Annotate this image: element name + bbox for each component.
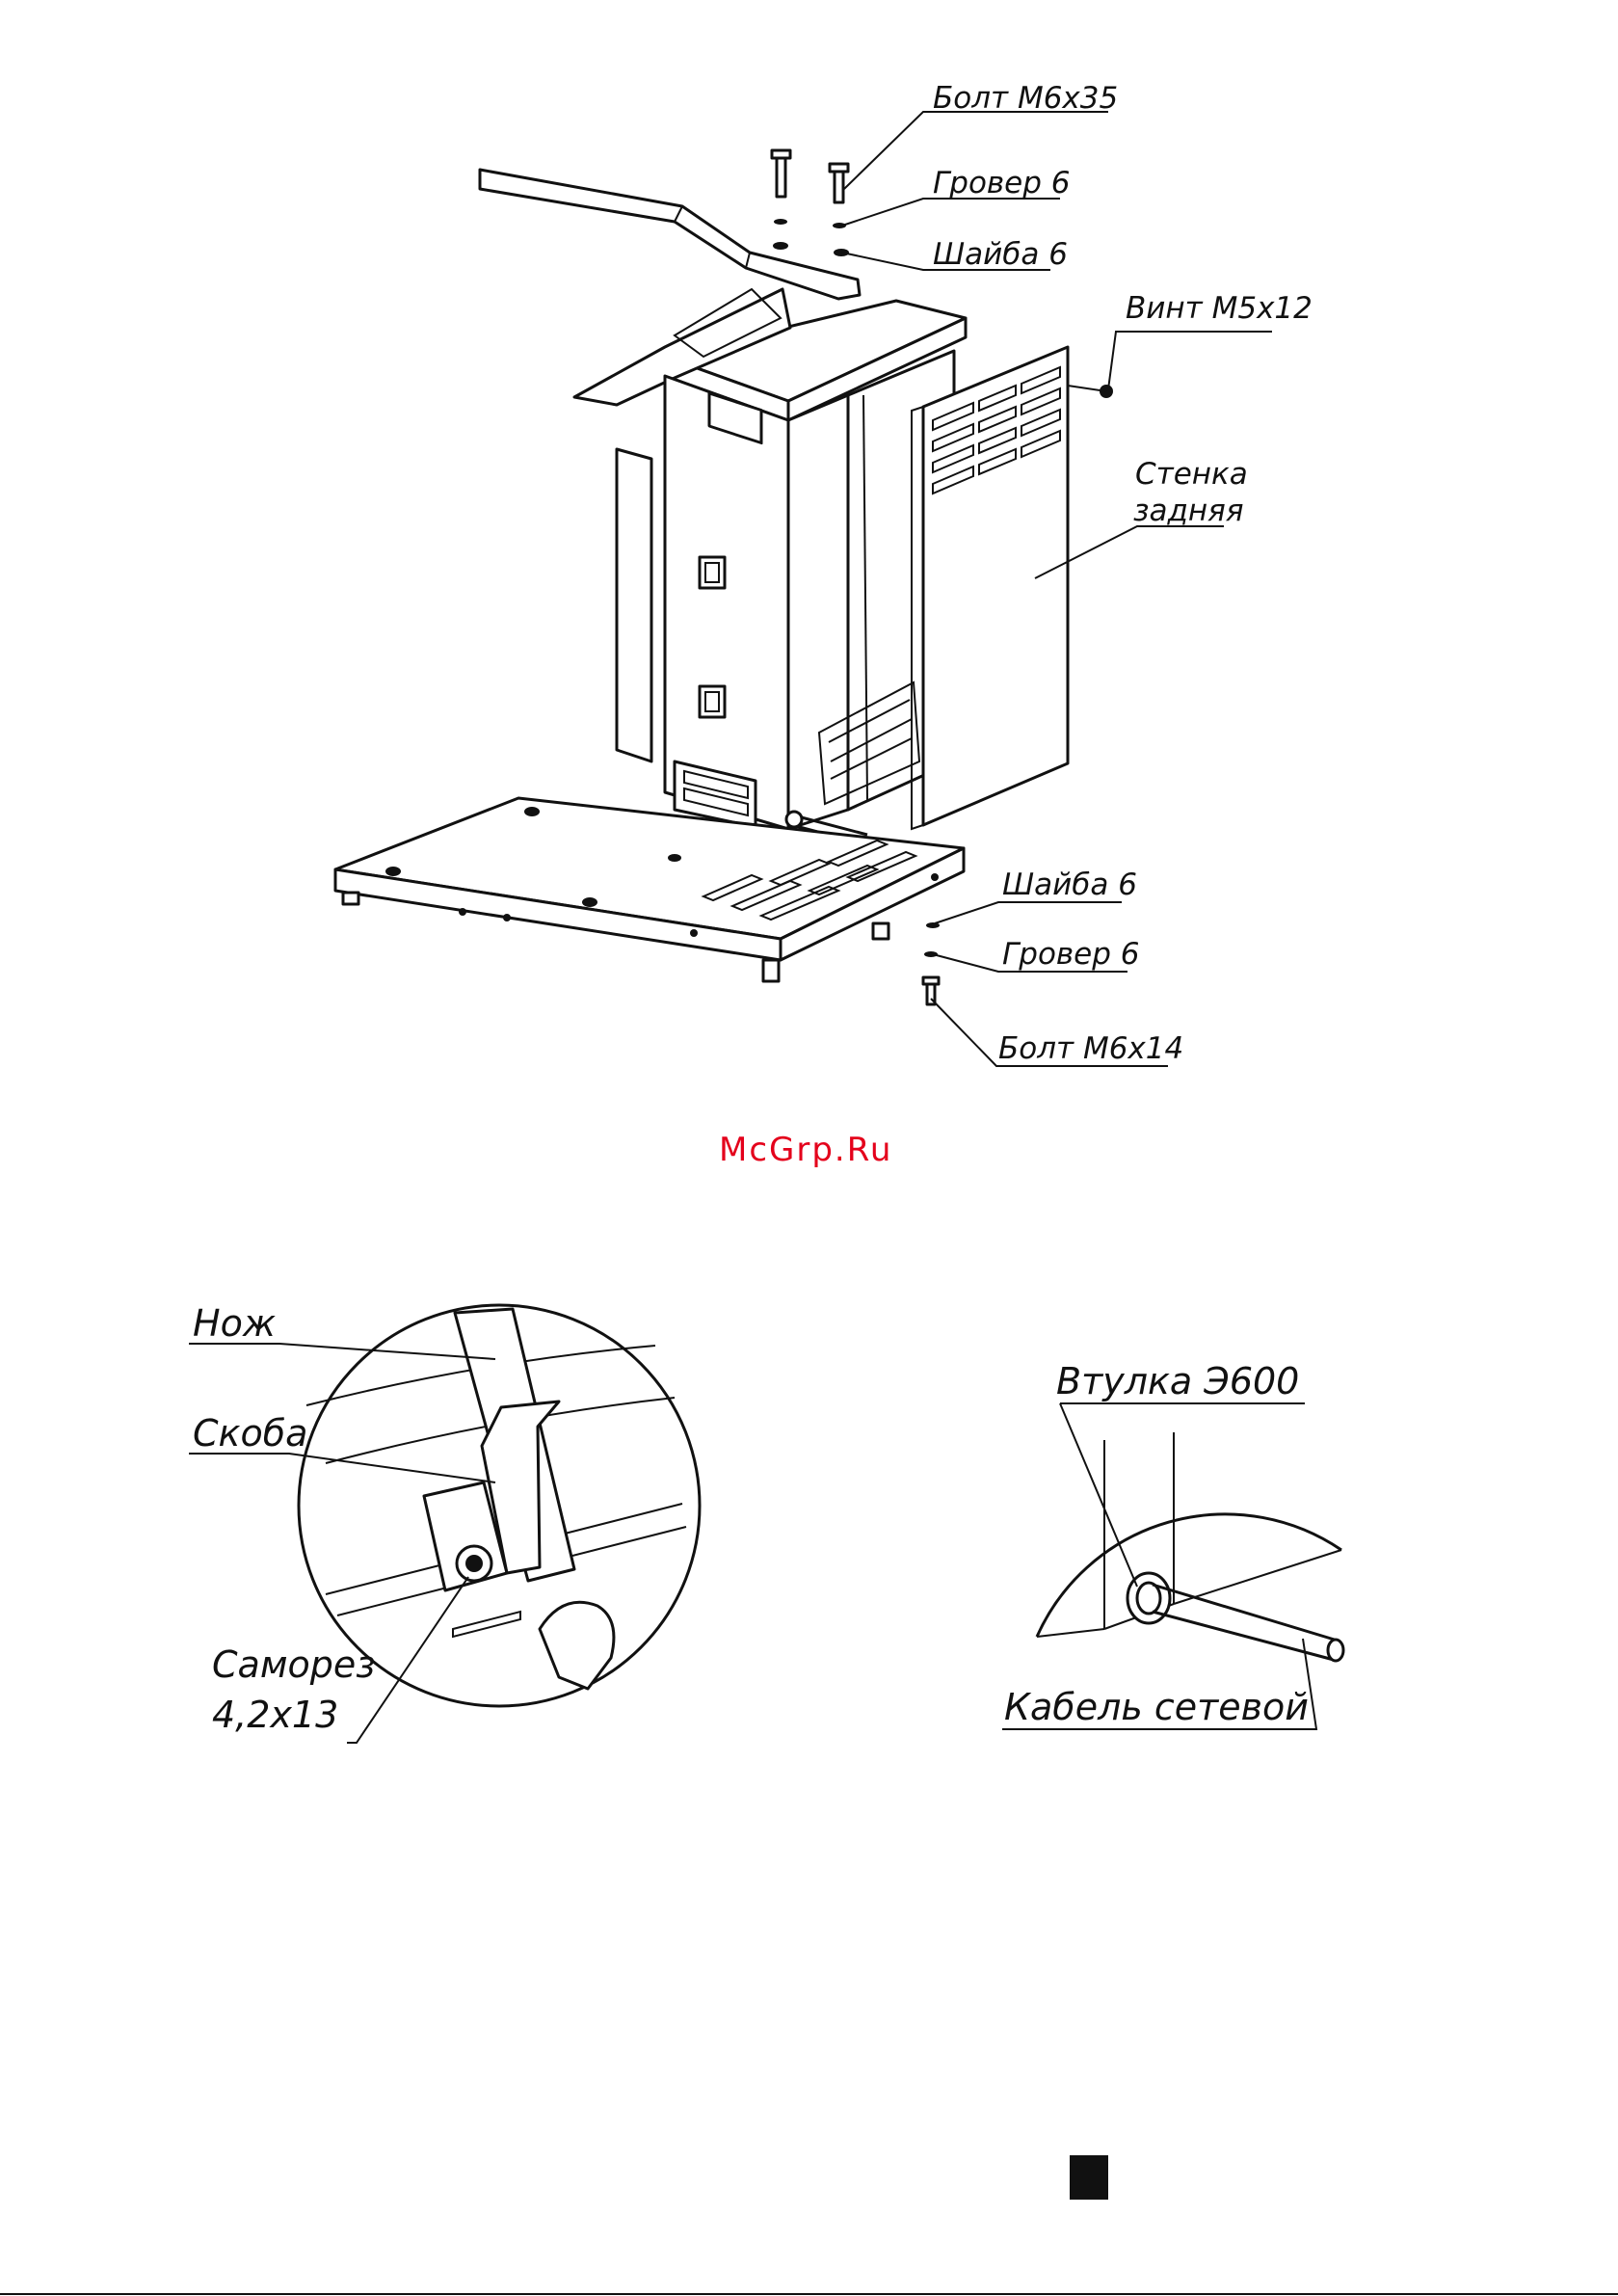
side-panel-left	[617, 449, 651, 761]
label-bolt-m6x35: Болт М6х35	[933, 81, 1118, 116]
main-assembly-drawing	[335, 112, 1272, 1066]
label-self-tapping-1: Саморез	[212, 1643, 375, 1686]
label-self-tapping-2: 4,2х13	[212, 1694, 338, 1736]
label-power-cable: Кабель сетевой	[1004, 1686, 1309, 1728]
back-wall-panel	[912, 347, 1113, 829]
label-knife: Нож	[193, 1302, 276, 1345]
watermark: McGrp.Ru	[719, 1131, 892, 1169]
label-grover-6-top: Гровер 6	[933, 166, 1071, 200]
handle-bar	[480, 170, 860, 299]
label-bushing: Втулка Э600	[1056, 1360, 1299, 1402]
top-fasteners	[772, 150, 849, 256]
label-washer-6-bottom: Шайба 6	[1002, 868, 1137, 902]
bottom-fasteners	[923, 922, 940, 1004]
label-back-wall-2: задняя	[1133, 494, 1243, 528]
label-washer-6-top: Шайба 6	[933, 237, 1068, 272]
detail-cable-drawing	[1002, 1403, 1343, 1729]
label-bracket: Скоба	[193, 1412, 307, 1455]
label-grover-6-bottom: Гровер 6	[1002, 937, 1140, 972]
label-screw-m5x12: Винт М5х12	[1126, 291, 1313, 326]
page-marker	[1070, 2155, 1108, 2200]
label-back-wall-1: Стенка	[1135, 457, 1248, 492]
label-bolt-m6x14: Болт М6х14	[998, 1031, 1183, 1066]
base-tray	[335, 798, 964, 981]
